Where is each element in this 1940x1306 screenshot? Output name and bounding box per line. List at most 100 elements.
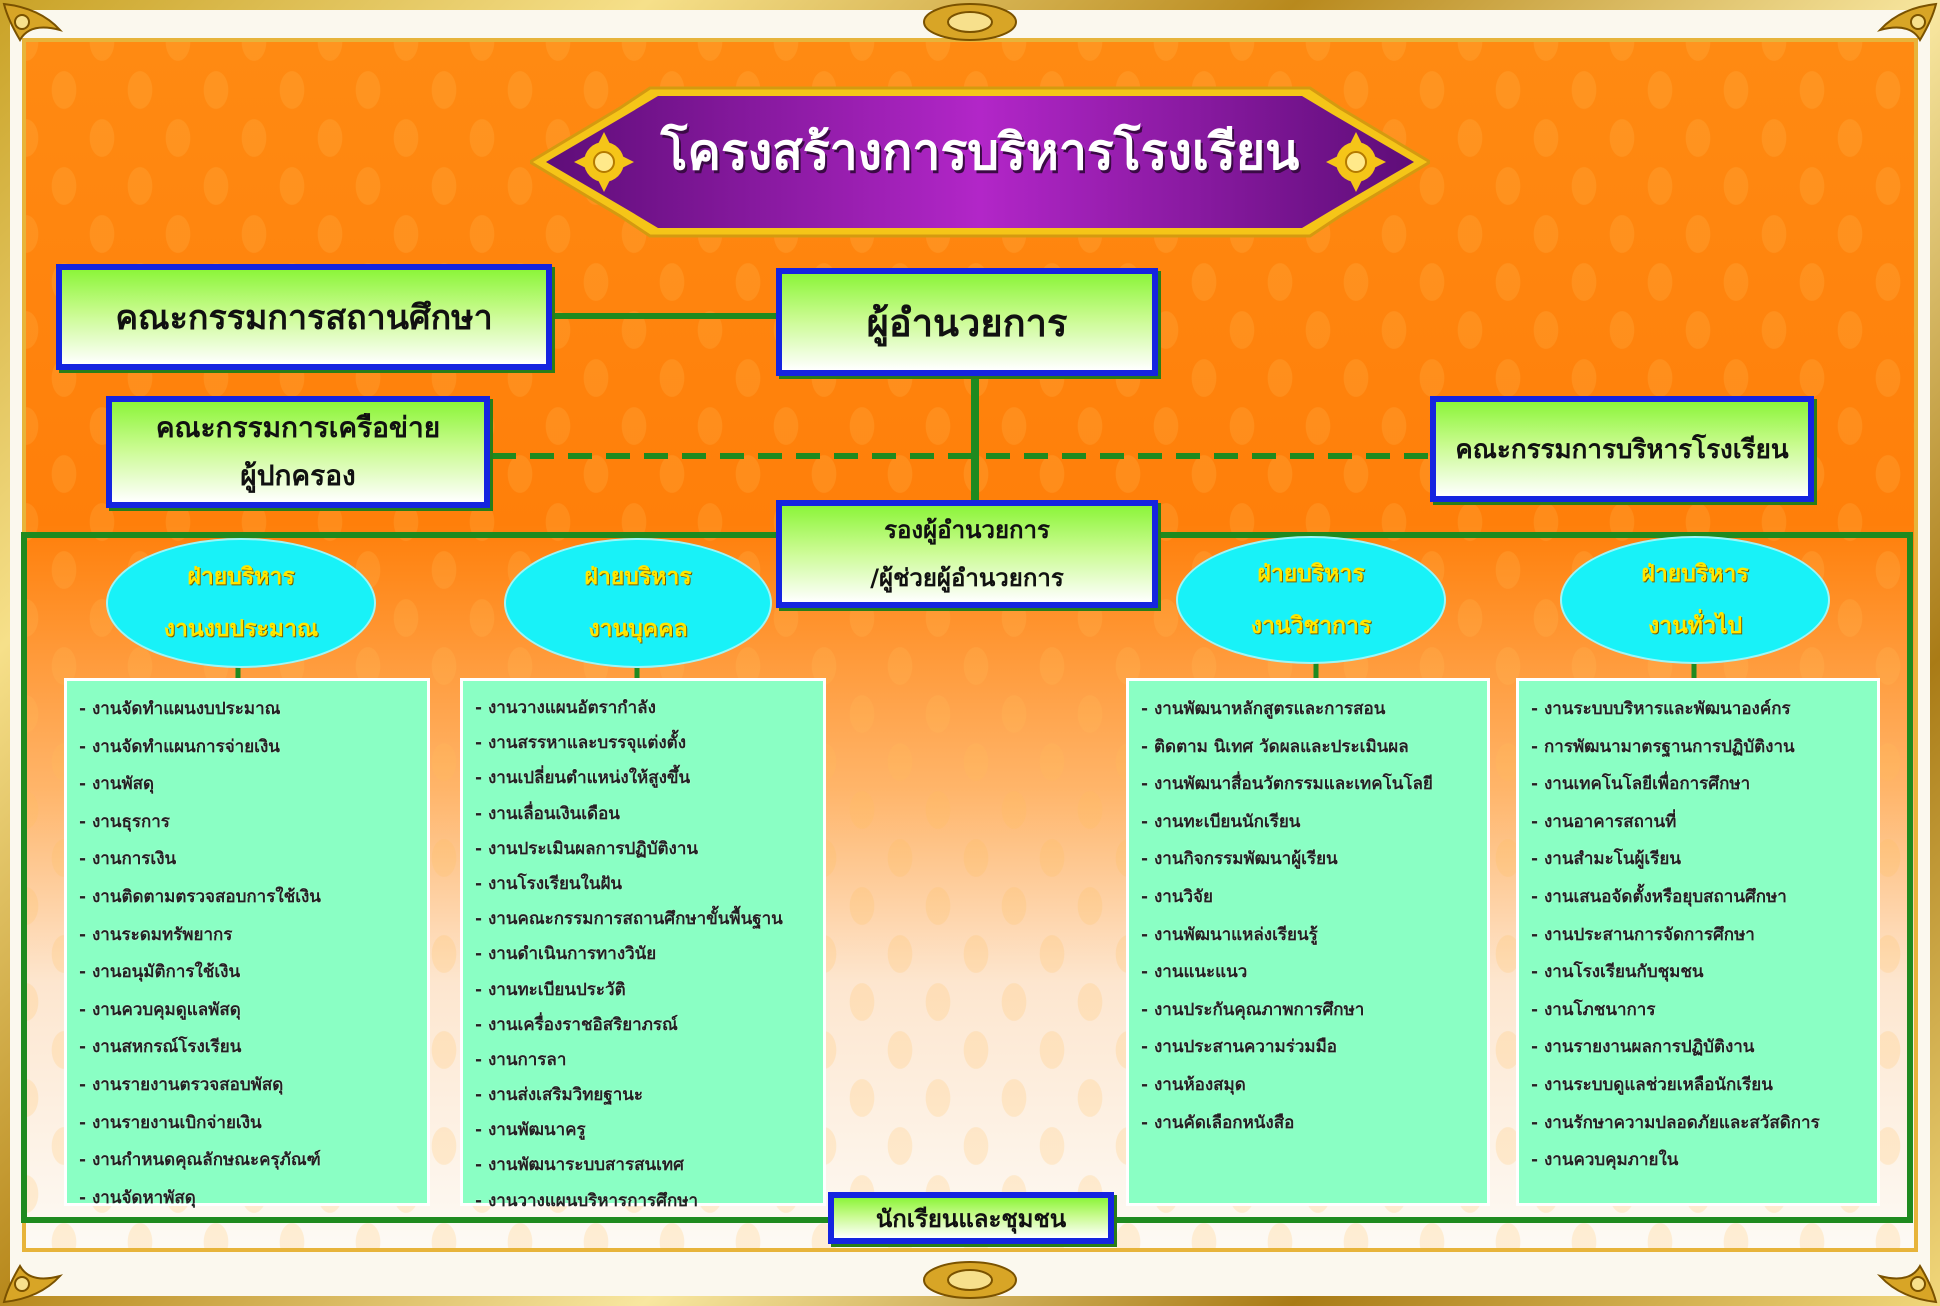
admin-committee-label: คณะกรรมการบริหารโรงเรียน — [1455, 434, 1789, 465]
task-item: งานวางแผนบริหารการศึกษา — [475, 1184, 823, 1219]
task-item: งานเลื่อนเงินเดือน — [475, 797, 823, 832]
task-item: งานสรรหาและบรรจุแต่งตั้ง — [475, 726, 823, 761]
task-panel-budget: งานจัดทำแผนงบประมาณงานจัดทำแผนการจ่ายเงิ… — [64, 678, 430, 1208]
task-item: งานอาคารสถานที่ — [1531, 804, 1877, 842]
school-board-box: คณะกรรมการสถานศึกษา — [56, 264, 552, 370]
task-item: การพัฒนามาตรฐานการปฏิบัติงาน — [1531, 729, 1877, 767]
task-item: งานจัดทำแผนงบประมาณ — [79, 691, 427, 729]
admin-committee-box: คณะกรรมการบริหารโรงเรียน — [1430, 396, 1814, 502]
parent-network-label-line1: คณะกรรมการเครือข่าย — [155, 411, 441, 444]
task-item: งานรักษาความปลอดภัยและสวัสดิการ — [1531, 1105, 1877, 1143]
department-oval-budget: ฝ่ายบริหาร งานงบประมาณ — [106, 538, 376, 668]
deputy-director-box: รองผู้อำนวยการ /ผู้ช่วยผู้อำนวยการ — [776, 500, 1158, 608]
task-item: งานประเมินผลการปฏิบัติงาน — [475, 832, 823, 867]
task-item: งานห้องสมุด — [1141, 1067, 1487, 1105]
department-oval-personnel: ฝ่ายบริหาร งานบุคคล — [504, 538, 772, 668]
task-panel-general: งานระบบบริหารและพัฒนาองค์กรการพัฒนามาตรฐ… — [1516, 678, 1880, 1206]
task-item: งานโรงเรียนกับชุมชน — [1531, 954, 1877, 992]
task-item: งานโภชนาการ — [1531, 992, 1877, 1030]
department-title: ฝ่ายบริหาร — [1257, 561, 1365, 587]
task-item: งานจัดทำแผนการจ่ายเงิน — [79, 729, 427, 767]
task-item: งานกิจกรรมพัฒนาผู้เรียน — [1141, 841, 1487, 879]
task-item: งานธุรการ — [79, 804, 427, 842]
parent-network-box: คณะกรรมการเครือข่าย ผู้ปกครอง — [106, 396, 490, 508]
task-item: งานรายงานผลการปฏิบัติงาน — [1531, 1029, 1877, 1067]
department-oval-academic: ฝ่ายบริหาร งานวิชาการ — [1176, 536, 1446, 664]
department-title: ฝ่ายบริหาร — [1641, 561, 1749, 587]
task-list: งานวางแผนอัตรากำลังงานสรรหาและบรรจุแต่งต… — [475, 691, 823, 1219]
corner-ornament-icon — [2, 2, 64, 42]
corner-ornament-icon — [2, 1264, 64, 1304]
task-item: งานควบคุมภายใน — [1531, 1142, 1877, 1180]
task-item: งานเครื่องราชอิสริยาภรณ์ — [475, 1008, 823, 1043]
students-community-label: นักเรียนและชุมชน — [875, 1204, 1067, 1233]
task-item: งานแนะแนว — [1141, 954, 1487, 992]
task-item: ติดตาม นิเทศ วัดผลและประเมินผล — [1141, 729, 1487, 767]
task-item: งานระบบดูแลช่วยเหลือนักเรียน — [1531, 1067, 1877, 1105]
task-panel-personnel: งานวางแผนอัตรากำลังงานสรรหาและบรรจุแต่งต… — [460, 678, 826, 1211]
connector-line — [21, 532, 830, 1223]
top-center-ornament-icon — [923, 3, 1017, 41]
task-item: งานพัฒนาแหล่งเรียนรู้ — [1141, 917, 1487, 955]
task-item: งานกำหนดคุณลักษณะครุภัณฑ์ — [79, 1142, 427, 1180]
task-item: งานติดตามตรวจสอบการใช้เงิน — [79, 879, 427, 917]
connector-line — [1112, 532, 1913, 1223]
task-item: งานพัฒนาระบบสารสนเทศ — [475, 1148, 823, 1183]
task-item: งานทะเบียนประวัติ — [475, 973, 823, 1008]
task-item: งานวิจัย — [1141, 879, 1487, 917]
corner-ornament-icon — [1876, 1264, 1938, 1304]
bottom-center-ornament-icon — [923, 1261, 1017, 1299]
task-item: งานอนุมัติการใช้เงิน — [79, 954, 427, 992]
task-item: งานการลา — [475, 1043, 823, 1078]
department-subtitle: งานบุคคล — [588, 616, 688, 642]
flower-ornament-icon — [1326, 132, 1386, 192]
task-item: งานรายงานตรวจสอบพัสดุ — [79, 1067, 427, 1105]
task-panel-academic: งานพัฒนาหลักสูตรและการสอนติดตาม นิเทศ วั… — [1126, 678, 1490, 1206]
department-subtitle: งานวิชาการ — [1250, 613, 1372, 639]
task-item: งานควบคุมดูแลพัสดุ — [79, 992, 427, 1030]
task-item: งานการเงิน — [79, 841, 427, 879]
parent-network-label-line2: ผู้ปกครอง — [240, 459, 356, 492]
department-title: ฝ่ายบริหาร — [187, 564, 295, 590]
corner-ornament-icon — [1876, 2, 1938, 42]
task-item: งานเทคโนโลยีเพื่อการศึกษา — [1531, 766, 1877, 804]
task-item: งานวางแผนอัตรากำลัง — [475, 691, 823, 726]
flower-ornament-icon — [574, 132, 634, 192]
department-oval-general: ฝ่ายบริหาร งานทั่วไป — [1560, 536, 1830, 664]
task-item: งานระบบบริหารและพัฒนาองค์กร — [1531, 691, 1877, 729]
task-item: งานพัสดุ — [79, 766, 427, 804]
students-community-box: นักเรียนและชุมชน — [828, 1192, 1114, 1244]
task-item: งานประสานการจัดการศึกษา — [1531, 917, 1877, 955]
task-item: งานพัฒนาหลักสูตรและการสอน — [1141, 691, 1487, 729]
task-item: งานส่งเสริมวิทยฐานะ — [475, 1078, 823, 1113]
task-item: งานจัดหาพัสดุ — [79, 1180, 427, 1218]
task-item: งานดำเนินการทางวินัย — [475, 937, 823, 972]
deputy-label-line2: /ผู้ช่วยผู้อำนวยการ — [870, 564, 1064, 592]
task-item: งานประกันคุณภาพการศึกษา — [1141, 992, 1487, 1030]
task-item: งานสหกรณ์โรงเรียน — [79, 1029, 427, 1067]
page-title: โครงสร้างการบริหารโรงเรียน — [660, 123, 1300, 181]
task-item: งานสำมะโนผู้เรียน — [1531, 841, 1877, 879]
school-board-label: คณะกรรมการสถานศึกษา — [115, 298, 493, 338]
director-box: ผู้อำนวยการ — [776, 268, 1158, 376]
task-list: งานระบบบริหารและพัฒนาองค์กรการพัฒนามาตรฐ… — [1531, 691, 1877, 1180]
task-item: งานเสนอจัดตั้งหรือยุบสถานศึกษา — [1531, 879, 1877, 917]
task-item: งานโรงเรียนในฝัน — [475, 867, 823, 902]
deputy-label-line1: รองผู้อำนวยการ — [884, 516, 1050, 544]
task-item: งานทะเบียนนักเรียน — [1141, 804, 1487, 842]
task-item: งานรายงานเบิกจ่ายเงิน — [79, 1105, 427, 1143]
department-subtitle: งานงบประมาณ — [163, 616, 319, 642]
department-subtitle: งานทั่วไป — [1647, 613, 1743, 639]
title-banner — [530, 86, 1430, 238]
task-item: งานเปลี่ยนตำแหน่งให้สูงขึ้น — [475, 761, 823, 796]
task-item: งานพัฒนาครู — [475, 1113, 823, 1148]
director-label: ผู้อำนวยการ — [866, 300, 1068, 345]
department-title: ฝ่ายบริหาร — [584, 564, 692, 590]
task-item: งานระดมทรัพยากร — [79, 917, 427, 955]
task-item: งานประสานความร่วมมือ — [1141, 1029, 1487, 1067]
task-item: งานคัดเลือกหนังสือ — [1141, 1105, 1487, 1143]
task-item: งานคณะกรรมการสถานศึกษาขั้นพื้นฐาน — [475, 902, 823, 937]
task-list: งานพัฒนาหลักสูตรและการสอนติดตาม นิเทศ วั… — [1141, 691, 1487, 1142]
task-item: งานพัฒนาสื่อนวัตกรรมและเทคโนโลยี — [1141, 766, 1487, 804]
